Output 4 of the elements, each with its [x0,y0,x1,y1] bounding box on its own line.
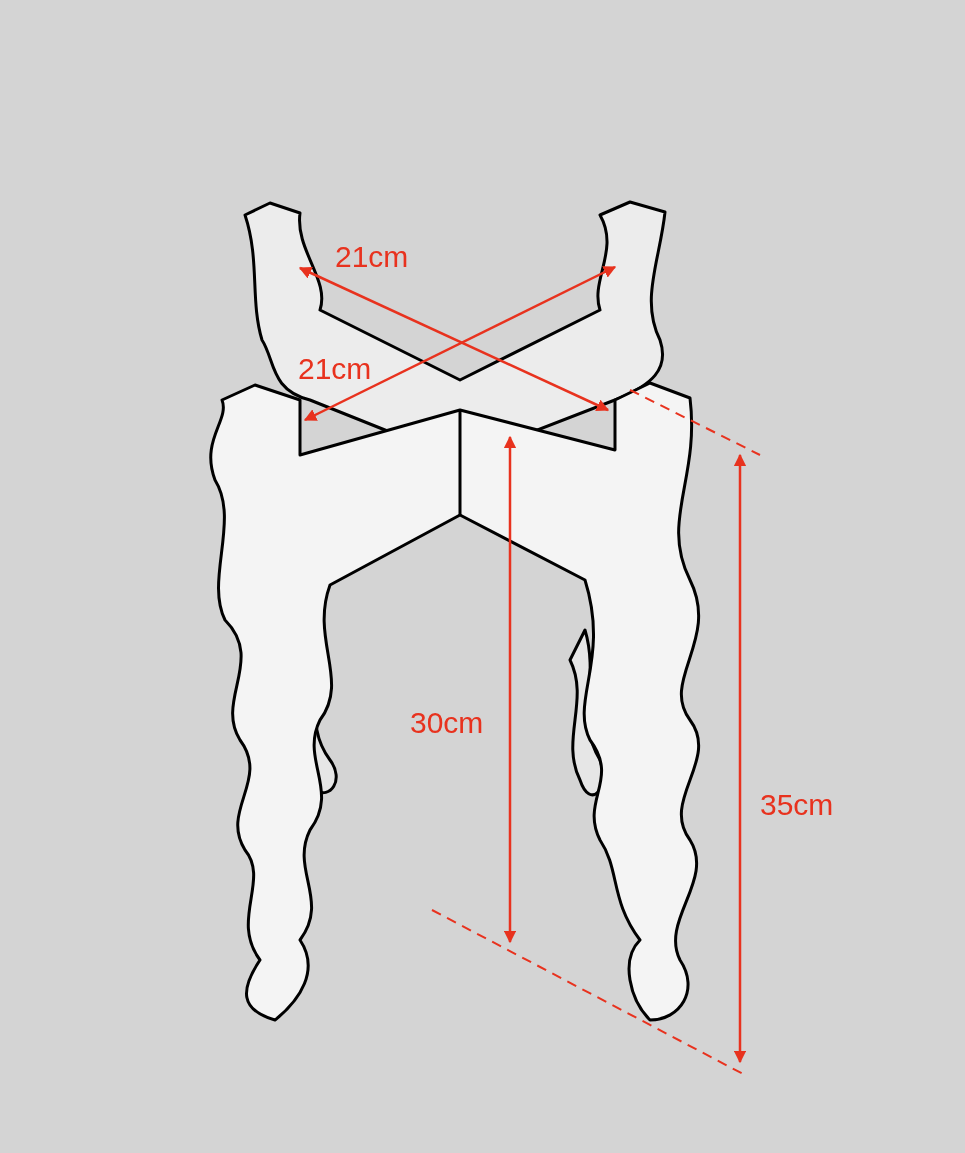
dimension-label: 35cm [760,788,834,822]
dimension-label: 21cm [335,240,409,274]
dimension-label: 30cm [410,706,484,740]
dimension-label: 21cm [298,352,372,386]
